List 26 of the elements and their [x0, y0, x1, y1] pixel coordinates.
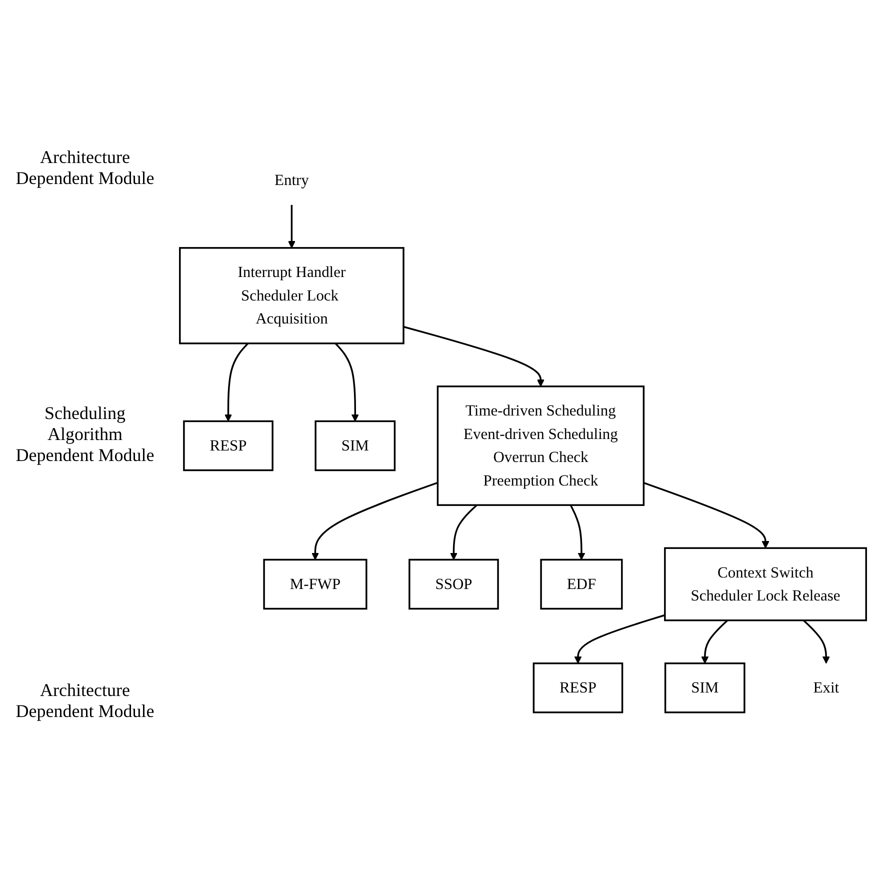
- arrow: [643, 482, 770, 549]
- node-box: RESP: [183, 420, 274, 472]
- arrow: [224, 343, 249, 422]
- arrow: [288, 205, 296, 249]
- arrow: [701, 620, 728, 664]
- arrow: [570, 505, 586, 560]
- node-box: M-FWP: [263, 559, 368, 610]
- module-label: Scheduling Algorithm Dependent Module: [14, 403, 156, 466]
- node-box: SIM: [314, 420, 396, 472]
- node-text: Entry: [274, 172, 309, 189]
- node-box: SSOP: [408, 559, 499, 610]
- node-box: Time-driven Scheduling Event-driven Scheduling Overrun Check Preemption Check: [436, 386, 645, 506]
- node-text: Exit: [813, 679, 840, 696]
- arrow: [450, 504, 478, 560]
- node-box: Context Switch Scheduler Lock Release: [664, 548, 867, 622]
- arrow: [334, 343, 359, 422]
- arrow: [802, 620, 830, 664]
- arrow: [403, 326, 544, 388]
- arrow: [311, 482, 438, 560]
- module-label: Architecture Dependent Module: [14, 147, 156, 189]
- node-box: Interrupt Handler Scheduler Lock Acquisition: [179, 247, 404, 345]
- arrow: [574, 614, 666, 664]
- node-box: RESP: [532, 662, 624, 714]
- node-box: EDF: [540, 559, 623, 610]
- node-box: SIM: [664, 662, 746, 714]
- module-label: Architecture Dependent Module: [14, 680, 156, 722]
